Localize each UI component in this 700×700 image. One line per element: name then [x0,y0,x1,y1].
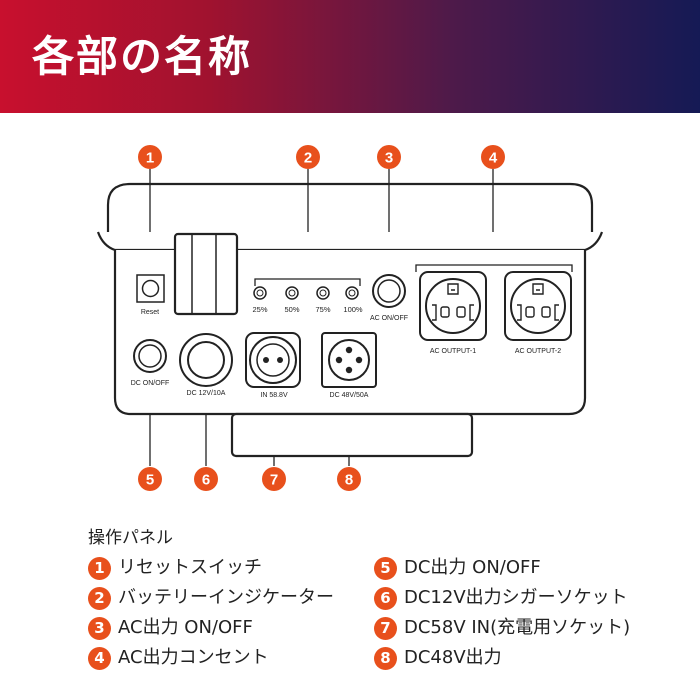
callout-1: 1 [138,145,162,169]
device-outline [106,182,594,235]
ac-output-2-label: AC OUTPUT-2 [515,348,561,355]
ac-outlet-2 [504,271,572,341]
ac-output-1-label: AC OUTPUT-1 [430,348,476,355]
svg-text:4: 4 [489,150,498,167]
svg-text:7: 7 [270,472,278,489]
callout-5: 5 [138,467,162,491]
legend-item-5: 5 DC出力 ON/OFF [374,556,541,580]
legend-text: バッテリーインジケーター [118,587,334,608]
callout-6: 6 [194,467,218,491]
svg-text:5: 5 [146,472,154,489]
svg-text:6: 6 [202,472,210,489]
svg-text:8: 8 [345,472,353,489]
legend-badge: 3 [88,616,111,640]
page-title: 各部の名称 [32,32,253,81]
legend-text: リセットスイッチ [118,557,262,578]
legend-text: DC出力 ON/OFF [404,557,541,578]
dc48v-label: DC 48V/50A [330,392,369,399]
legend-heading: 操作パネル [88,528,173,548]
legend-text: DC58V IN(充電用ソケット) [404,617,631,638]
callout-8: 8 [337,467,361,491]
legend-text: AC出力コンセント [118,647,269,668]
legend-item-1: 1 リセットスイッチ [88,556,262,580]
ac-onoff-label: AC ON/OFF [370,315,408,322]
legend-text: DC12V出力シガーソケット [404,587,628,608]
led-25-label: 25% [252,305,267,314]
latch [173,232,239,316]
in58v-label: IN 58.8V [260,392,288,399]
legend-badge: 1 [88,556,111,580]
legend-item-2: 2 バッテリーインジケーター [88,586,334,610]
dc-onoff-label: DC ON/OFF [131,380,170,387]
legend-item-6: 6 DC12V出力シガーソケット [374,586,628,610]
led-100-label: 100% [343,305,363,314]
callout-3: 3 [377,145,401,169]
ac-outlet-1 [419,271,487,341]
reset-button [141,279,160,298]
callout-2: 2 [296,145,320,169]
header-banner: 各部の名称 [0,0,700,113]
device-diagram: Reset 25% 50% 75% 100% AC ON/OFF AC OUTP… [96,145,604,491]
legend-badge: 4 [88,646,111,670]
legend-badge: 6 [374,586,397,610]
legend-badge: 8 [374,646,397,670]
dc12v-label: DC 12V/10A [187,390,226,397]
legend-badge: 2 [88,586,111,610]
legend-item-7: 7 DC58V IN(充電用ソケット) [374,616,630,640]
legend-item-3: 3 AC出力 ON/OFF [88,616,253,640]
legend-badge: 5 [374,556,397,580]
svg-text:2: 2 [304,150,312,167]
callout-4: 4 [481,145,505,169]
legend-item-8: 8 DC48V出力 [374,646,502,670]
device-bottom-skirt [230,412,474,458]
svg-text:3: 3 [385,150,393,167]
led-75-label: 75% [315,305,330,314]
svg-text:1: 1 [146,150,154,167]
reset-label: Reset [141,309,159,316]
legend-text: AC出力 ON/OFF [118,617,253,638]
led-50-label: 50% [284,305,299,314]
legend-badge: 7 [374,616,397,640]
device-lid-rim [96,231,604,252]
callout-7: 7 [262,467,286,491]
legend-item-4: 4 AC出力コンセント [88,646,269,670]
legend-text: DC48V出力 [404,647,502,668]
